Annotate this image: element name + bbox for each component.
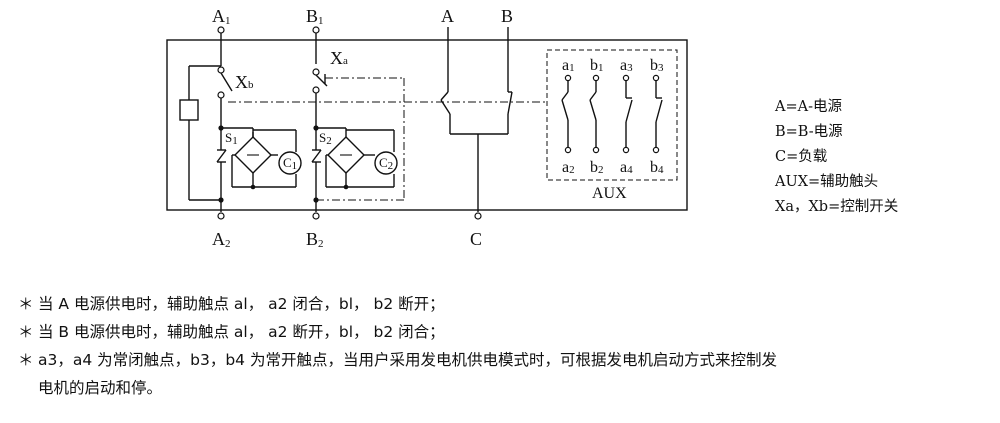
note-bullet: ＊	[18, 351, 34, 369]
note-3-continuation: 电机的启动和停。	[38, 379, 163, 397]
switch-group-a	[179, 26, 302, 220]
legend-item-c: C=负载	[775, 149, 828, 165]
label-main-c: C	[470, 229, 482, 249]
label-xb: Xb	[235, 72, 254, 92]
switch-group-b	[311, 26, 405, 220]
legend: A=A-电源 B=B-电源 C=负载 AUX=辅助触头 Xa，Xb=控制开关	[775, 95, 975, 220]
aux-label-a3: a3	[620, 57, 633, 74]
note-2: ＊ 当 B 电源供电时，辅助触点 al， a2 断开，bl， b2 闭合；	[18, 318, 988, 346]
label-main-b: B	[501, 6, 513, 26]
legend-item-aux: AUX=辅助触头	[775, 174, 879, 190]
aux-label-b2: b2	[590, 159, 604, 176]
coil-c1	[278, 151, 302, 175]
note-3: ＊ a3，a4 为常闭触点，b3，b4 为常开触点，当用户采用发电机供电模式时，…	[18, 346, 988, 374]
label-s2: S2	[319, 130, 332, 147]
aux-label-b3: b3	[650, 57, 664, 74]
legend-item-xa-xb: Xa，Xb=控制开关	[775, 199, 899, 215]
note-text: 当 A 电源供电时，辅助触点 al， a2 闭合，bl， b2 断开；	[38, 295, 445, 313]
main-transfer-switch	[440, 27, 513, 220]
enclosure-frame	[166, 39, 688, 211]
note-bullet: ＊	[18, 323, 34, 341]
label-c2: C2	[379, 155, 393, 172]
note-1: ＊ 当 A 电源供电时，辅助触点 al， a2 闭合，bl， b2 断开；	[18, 290, 988, 318]
label-c1: C1	[283, 155, 297, 172]
aux-label-b1: b1	[590, 57, 604, 74]
label-b1: B1	[306, 6, 324, 27]
aux-label-a1: a1	[562, 57, 575, 74]
aux-bottom-labels: a2 b2 a4 b4	[562, 159, 664, 176]
label-a2: A2	[212, 229, 231, 250]
coil-xb	[179, 99, 199, 121]
legend-item-b: B=B-电源	[775, 124, 843, 140]
label-aux: AUX	[592, 185, 627, 202]
note-text: 当 B 电源供电时，辅助触点 al， a2 断开，bl， b2 闭合；	[38, 323, 445, 341]
legend-item-a: A=A-电源	[775, 99, 842, 115]
wiring-diagram: A1 B1 A2 B2 Xb Xa S1 S2 C1 C2 A B C AUX …	[166, 6, 688, 250]
aux-label-a2: a2	[562, 159, 575, 176]
label-b2: B2	[306, 229, 324, 250]
label-xa: Xa	[330, 48, 348, 68]
aux-contacts	[561, 74, 663, 154]
coil-c2	[374, 151, 398, 175]
note-text: a3，a4 为常闭触点，b3，b4 为常开触点，当用户采用发电机供电模式时，可根…	[38, 351, 777, 369]
label-a1: A1	[212, 6, 231, 27]
label-main-a: A	[441, 6, 454, 26]
aux-label-a4: a4	[620, 159, 633, 176]
note-bullet: ＊	[18, 295, 34, 313]
aux-top-labels: a1 b1 a3 b3	[562, 57, 664, 74]
label-s1: S1	[225, 130, 238, 147]
notes: ＊ 当 A 电源供电时，辅助触点 al， a2 闭合，bl， b2 断开； ＊ …	[18, 290, 988, 402]
aux-block	[546, 49, 678, 181]
aux-label-b4: b4	[650, 159, 664, 176]
